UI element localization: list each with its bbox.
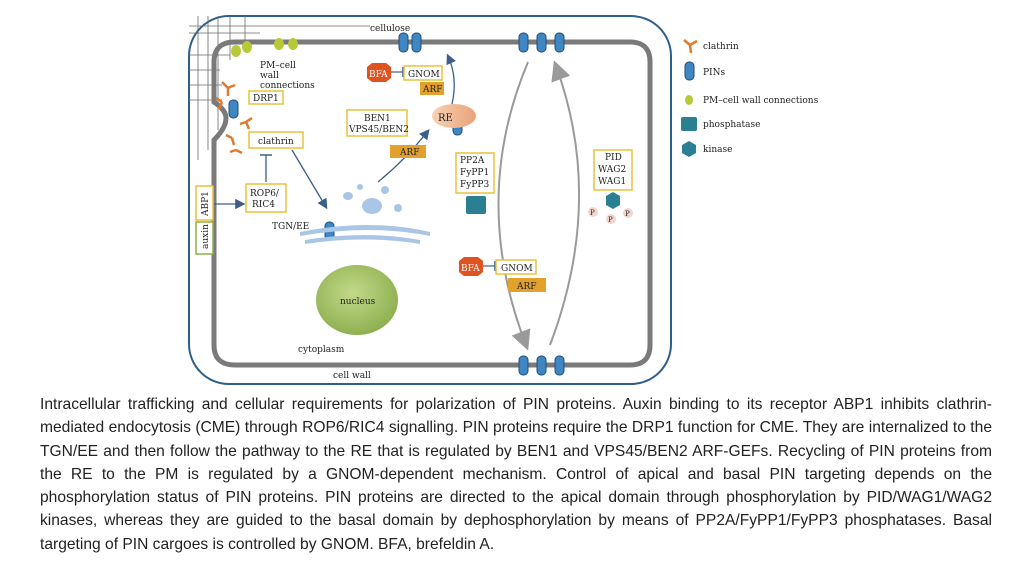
bfa-bottom-label: BFA [461, 264, 480, 274]
arf-bottom-box [508, 278, 546, 292]
legend-label-phosphatase: phosphatase [703, 120, 760, 130]
gnom-top-box [403, 65, 443, 81]
arf-top-label: ARF [422, 85, 443, 95]
drp1-box [248, 90, 284, 105]
kinase-hexagon [606, 192, 620, 209]
wag2-label: WAG2 [598, 165, 626, 175]
gnom-bottom-box [495, 259, 537, 275]
arf-mid-label: ARF [399, 148, 420, 158]
abp1-box [195, 185, 214, 221]
re-label: RE [438, 113, 453, 124]
pm-cell-wall-label-2: wall [260, 71, 279, 81]
pid-box [593, 149, 633, 191]
pin-trafficking-diagram: RE nucleus cellulose PM–cell wall connec… [188, 15, 819, 385]
wag1-label: WAG1 [598, 177, 626, 187]
bfa-bottom-hexagon [459, 257, 483, 276]
phosphate-groups: P P P [588, 207, 633, 224]
phosphatase-icon [681, 117, 697, 131]
bfa-top-hexagon [367, 63, 391, 82]
clathrin-box-label: clathrin [258, 137, 294, 147]
pin-icon [684, 61, 695, 81]
pins-top-right [518, 32, 565, 53]
figure-caption: Intracellular trafficking and cellular r… [40, 396, 992, 553]
p-label-2: P [608, 216, 613, 224]
auxin-box [195, 221, 214, 255]
pm-cell-wall-connection-icon [685, 95, 693, 105]
rop6-ric4-box [245, 183, 287, 213]
pins-bottom [518, 355, 565, 376]
ben1-label: BEN1 [364, 114, 391, 124]
ric4-label: RIC4 [252, 200, 275, 210]
pid-label: PID [605, 153, 622, 163]
fypp1-label: FyPP1 [460, 168, 489, 178]
rop6-label: ROP6/ [250, 189, 280, 199]
nucleus [316, 265, 398, 335]
pm-cell-wall-connections [231, 38, 298, 57]
tgn-to-re-arrow [377, 128, 430, 183]
pin-endocytic [228, 99, 239, 119]
basal-targeting-arc [497, 61, 531, 351]
bfa-top-label: BFA [369, 70, 388, 80]
re-to-pm-arrow [446, 53, 456, 105]
legend: clathrin PINs PM–cell wall connections p… [681, 39, 819, 157]
vps45-label: VPS45/BEN2 [348, 125, 409, 135]
arf-mid-box [390, 145, 426, 158]
pp2a-label: PP2A [460, 156, 485, 166]
clathrin-box [248, 131, 304, 149]
legend-label-clathrin: clathrin [703, 42, 739, 52]
cellulose-label: cellulose [370, 24, 410, 34]
pm-cell-wall-label-1: PM–cell [260, 61, 296, 71]
arf-bottom-label: ARF [516, 282, 537, 292]
apical-targeting-arc [549, 60, 581, 346]
clathrin-triskelia [215, 81, 253, 155]
phosphatase-square [466, 196, 486, 214]
gnom-bottom-label: GNOM [501, 264, 533, 274]
cytoplasm-label: cytoplasm [298, 345, 345, 355]
tgn-ee [300, 184, 430, 244]
plasma-membrane [211, 39, 653, 368]
auxin-label: auxin [201, 224, 211, 249]
pp2a-box [455, 152, 495, 194]
legend-label-kinase: kinase [703, 145, 732, 155]
ben1-box [346, 109, 408, 137]
pm-cell-wall-label-3: connections [260, 81, 315, 91]
p-label-1: P [590, 209, 595, 217]
pins-top-left [398, 32, 422, 53]
recycling-endosome [432, 104, 476, 128]
p-label-3: P [625, 210, 630, 218]
fypp3-label: FyPP3 [460, 180, 489, 190]
cell-wall-outline [188, 15, 672, 385]
legend-label-pm-connections: PM–cell wall connections [703, 96, 819, 106]
tgn-ee-label: TGN/EE [272, 222, 309, 232]
nucleus-label: nucleus [340, 297, 376, 307]
gnom-top-label: GNOM [408, 70, 440, 80]
legend-label-pins: PINs [703, 68, 725, 78]
clathrin-to-tgn-arrow [291, 149, 328, 210]
arf-top-box [420, 82, 444, 95]
kinase-icon [682, 141, 696, 157]
clathrin-icon [683, 39, 698, 54]
abp1-label: ABP1 [201, 191, 211, 217]
cell-wall-label: cell wall [333, 371, 371, 381]
drp1-label: DRP1 [253, 94, 279, 104]
